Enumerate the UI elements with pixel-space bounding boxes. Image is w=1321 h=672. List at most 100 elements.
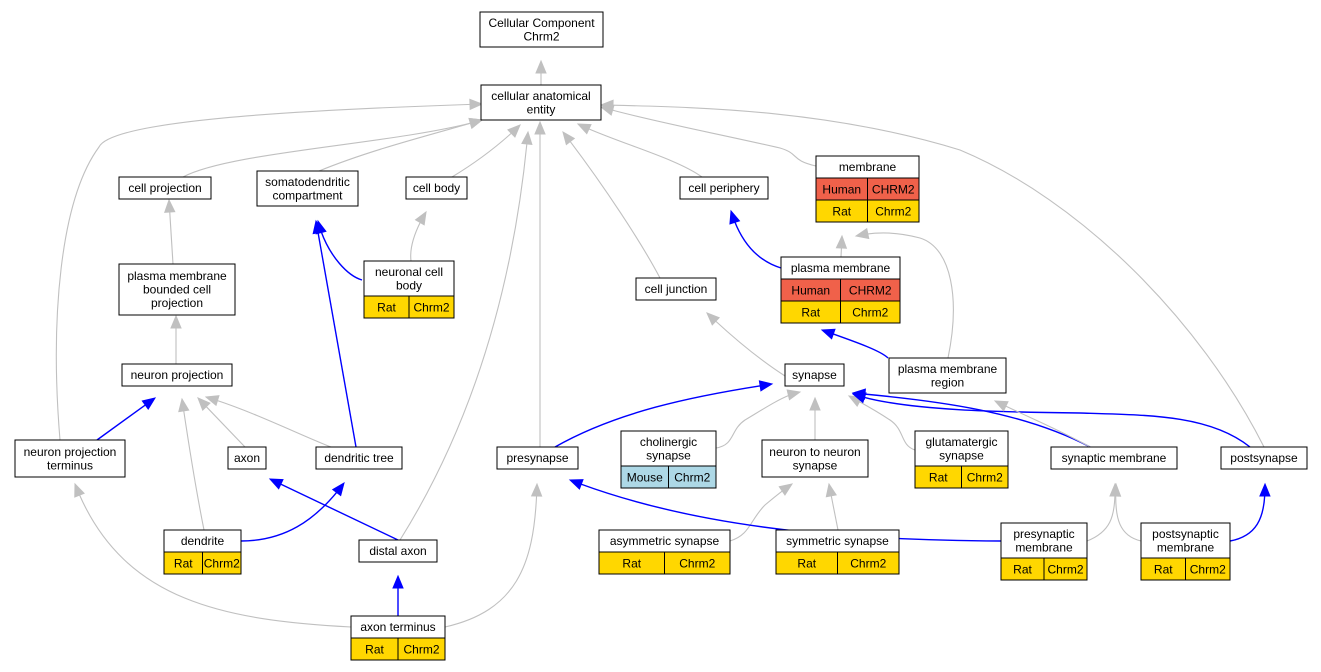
node-box bbox=[635, 277, 717, 301]
arrowhead-axon-to-neuronproj bbox=[197, 397, 211, 412]
arrowhead-dtree-to-neuronproj bbox=[204, 395, 220, 407]
edge-cholinergic-to-synapse bbox=[715, 391, 801, 449]
node-synmem[interactable]: synaptic membrane bbox=[1050, 446, 1178, 470]
node-label: axon terminus bbox=[360, 620, 435, 634]
edge-asym-to-n2n bbox=[729, 483, 793, 542]
node-label: plasma membrane bbox=[791, 261, 891, 275]
edge-neuronalcb-to-cellbody bbox=[410, 211, 427, 262]
arrowhead-postsynapse-to-synapse bbox=[851, 392, 867, 404]
node-label: cell junction bbox=[645, 282, 708, 296]
species-label: Mouse bbox=[627, 471, 663, 485]
node-label: membrane bbox=[1015, 540, 1073, 554]
arrowhead-pm-to-membrane bbox=[835, 234, 848, 249]
node-label: synapse bbox=[792, 368, 837, 382]
edge-pm-to-periphery bbox=[730, 210, 782, 269]
arrowhead-cellbody-to-cae bbox=[507, 124, 521, 138]
node-dtree[interactable]: dendritic tree bbox=[315, 446, 403, 470]
species-label: Human bbox=[791, 284, 830, 298]
node-label: synapse bbox=[939, 448, 984, 462]
edge-postsynapse-to-cae bbox=[600, 104, 1265, 448]
arrowhead-dendrite-to-dtree bbox=[331, 481, 345, 497]
gene-label: Chrm2 bbox=[1190, 563, 1226, 577]
arrowhead-presynapse-to-cae bbox=[534, 120, 546, 135]
node-synapse[interactable]: synapse bbox=[784, 363, 845, 387]
edge-somato-to-cae bbox=[318, 119, 483, 172]
gene-cell bbox=[1185, 557, 1231, 581]
arrowhead-n2n-to-synapse bbox=[809, 396, 821, 411]
arrowhead-dendrite-to-neuronproj bbox=[178, 397, 190, 413]
arrowhead-celljunction-to-cae bbox=[562, 130, 576, 146]
node-box bbox=[784, 363, 845, 387]
species-label: Rat bbox=[832, 205, 851, 219]
edge-npterm-to-cae bbox=[55, 103, 483, 441]
node-label: terminus bbox=[47, 458, 93, 472]
node-postsynapse[interactable]: postsynapse bbox=[1220, 446, 1308, 470]
arrowhead-periphery-to-cae bbox=[576, 123, 592, 135]
edge-membrane-to-cae bbox=[600, 106, 817, 167]
species-label: Rat bbox=[1013, 563, 1032, 577]
arrowhead-sym-to-n2n bbox=[825, 482, 837, 498]
arrowhead-synapse-to-celljunction bbox=[706, 312, 721, 326]
edge-pmbcp-to-cellproj bbox=[168, 199, 174, 265]
edges-layer bbox=[55, 59, 1271, 628]
arrowhead-presynapse-to-synapse bbox=[758, 380, 774, 392]
node-cellbody[interactable]: cell body bbox=[405, 176, 468, 200]
node-label: axon bbox=[234, 451, 260, 465]
arrowhead-postsynmem-to-postsynapse bbox=[1259, 482, 1271, 497]
node-label: neuron projection bbox=[24, 445, 117, 459]
edge-periphery-to-cae bbox=[577, 123, 703, 178]
node-axon[interactable]: axon bbox=[227, 446, 267, 470]
node-distalaxon[interactable]: distal axon bbox=[358, 539, 438, 563]
edge-axonterm-to-npterm bbox=[74, 483, 352, 628]
node-label: plasma membrane bbox=[898, 362, 998, 376]
edge-synapse-to-celljunction bbox=[706, 312, 786, 377]
node-neuronproj[interactable]: neuron projection bbox=[121, 363, 233, 387]
arrowhead-npterm-to-cae bbox=[469, 98, 484, 111]
gene-cell bbox=[867, 199, 920, 223]
edge-pmregion-to-pm bbox=[821, 329, 889, 359]
node-celljunction[interactable]: cell junction bbox=[635, 277, 717, 301]
node-presynapse[interactable]: presynapse bbox=[496, 446, 579, 470]
node-label: presynaptic bbox=[1013, 527, 1074, 541]
node-periphery[interactable]: cell periphery bbox=[679, 176, 769, 200]
gene-label: Chrm2 bbox=[674, 471, 710, 485]
gene-label: Chrm2 bbox=[204, 557, 240, 571]
node-cellproj[interactable]: cell projection bbox=[118, 176, 212, 200]
node-label: bounded cell bbox=[143, 283, 211, 297]
species-label: Rat bbox=[801, 306, 820, 320]
gene-cell bbox=[408, 295, 455, 319]
species-label: Rat bbox=[929, 471, 948, 485]
node-label: Chrm2 bbox=[523, 29, 559, 43]
node-box bbox=[479, 11, 604, 48]
arrowhead-pm-to-periphery bbox=[729, 209, 741, 225]
node-box bbox=[888, 357, 1007, 394]
node-label: Cellular Component bbox=[488, 16, 595, 30]
edge-axonterm-to-presynapse bbox=[444, 483, 538, 628]
arrowhead-axonterm-to-npterm bbox=[74, 482, 85, 498]
